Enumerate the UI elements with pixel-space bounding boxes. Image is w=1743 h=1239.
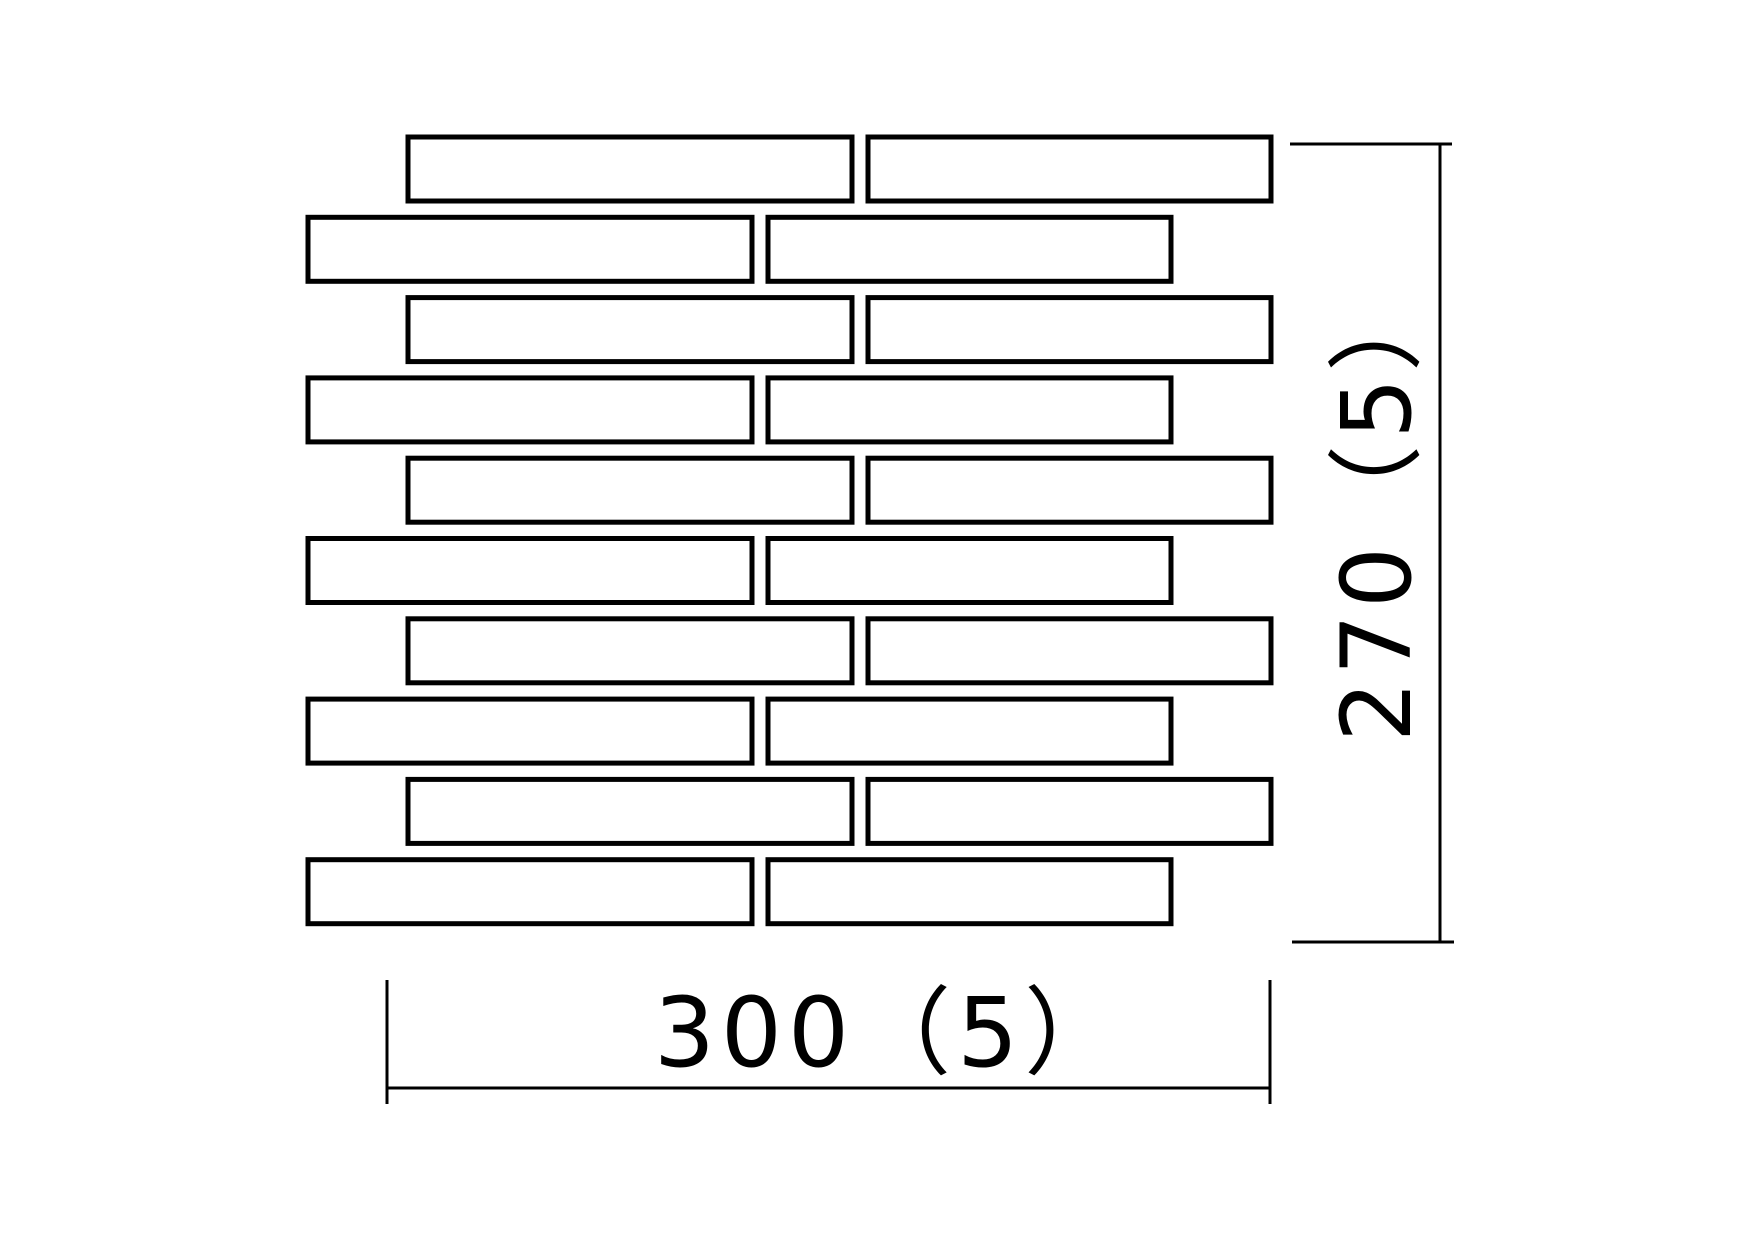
tile-row-9-piece-1 xyxy=(405,776,855,846)
tile-row-7-piece-2 xyxy=(865,616,1274,686)
width-dimension: 300（5） xyxy=(385,977,1272,1104)
height-dim-label: 270（5） xyxy=(1321,270,1433,742)
tile-row-1-piece-2 xyxy=(865,134,1274,204)
tile-row-10-piece-1 xyxy=(305,857,755,927)
tile-row-5-piece-1 xyxy=(405,455,855,525)
height-dimension: 270（5） xyxy=(1290,142,1454,944)
tile-row-4-piece-1 xyxy=(305,375,755,445)
tile-row-7-piece-1 xyxy=(405,616,855,686)
tile-row-10-piece-2 xyxy=(765,857,1174,927)
tile-row-2-piece-1 xyxy=(305,214,755,284)
tile-row-6-piece-2 xyxy=(765,536,1174,605)
tile-row-3-piece-1 xyxy=(405,295,855,365)
width-dim-label: 300（5） xyxy=(654,977,1126,1089)
tile-row-3-piece-2 xyxy=(865,295,1274,365)
tile-row-6-piece-1 xyxy=(305,536,755,605)
tile-grid xyxy=(305,134,1274,927)
tile-row-9-piece-2 xyxy=(865,776,1274,846)
tile-row-4-piece-2 xyxy=(765,375,1174,445)
tile-row-8-piece-2 xyxy=(765,696,1174,766)
tile-row-2-piece-2 xyxy=(765,214,1174,284)
tile-row-8-piece-1 xyxy=(305,696,755,766)
tile-row-5-piece-2 xyxy=(865,455,1274,525)
tile-row-1-piece-1 xyxy=(405,134,855,204)
